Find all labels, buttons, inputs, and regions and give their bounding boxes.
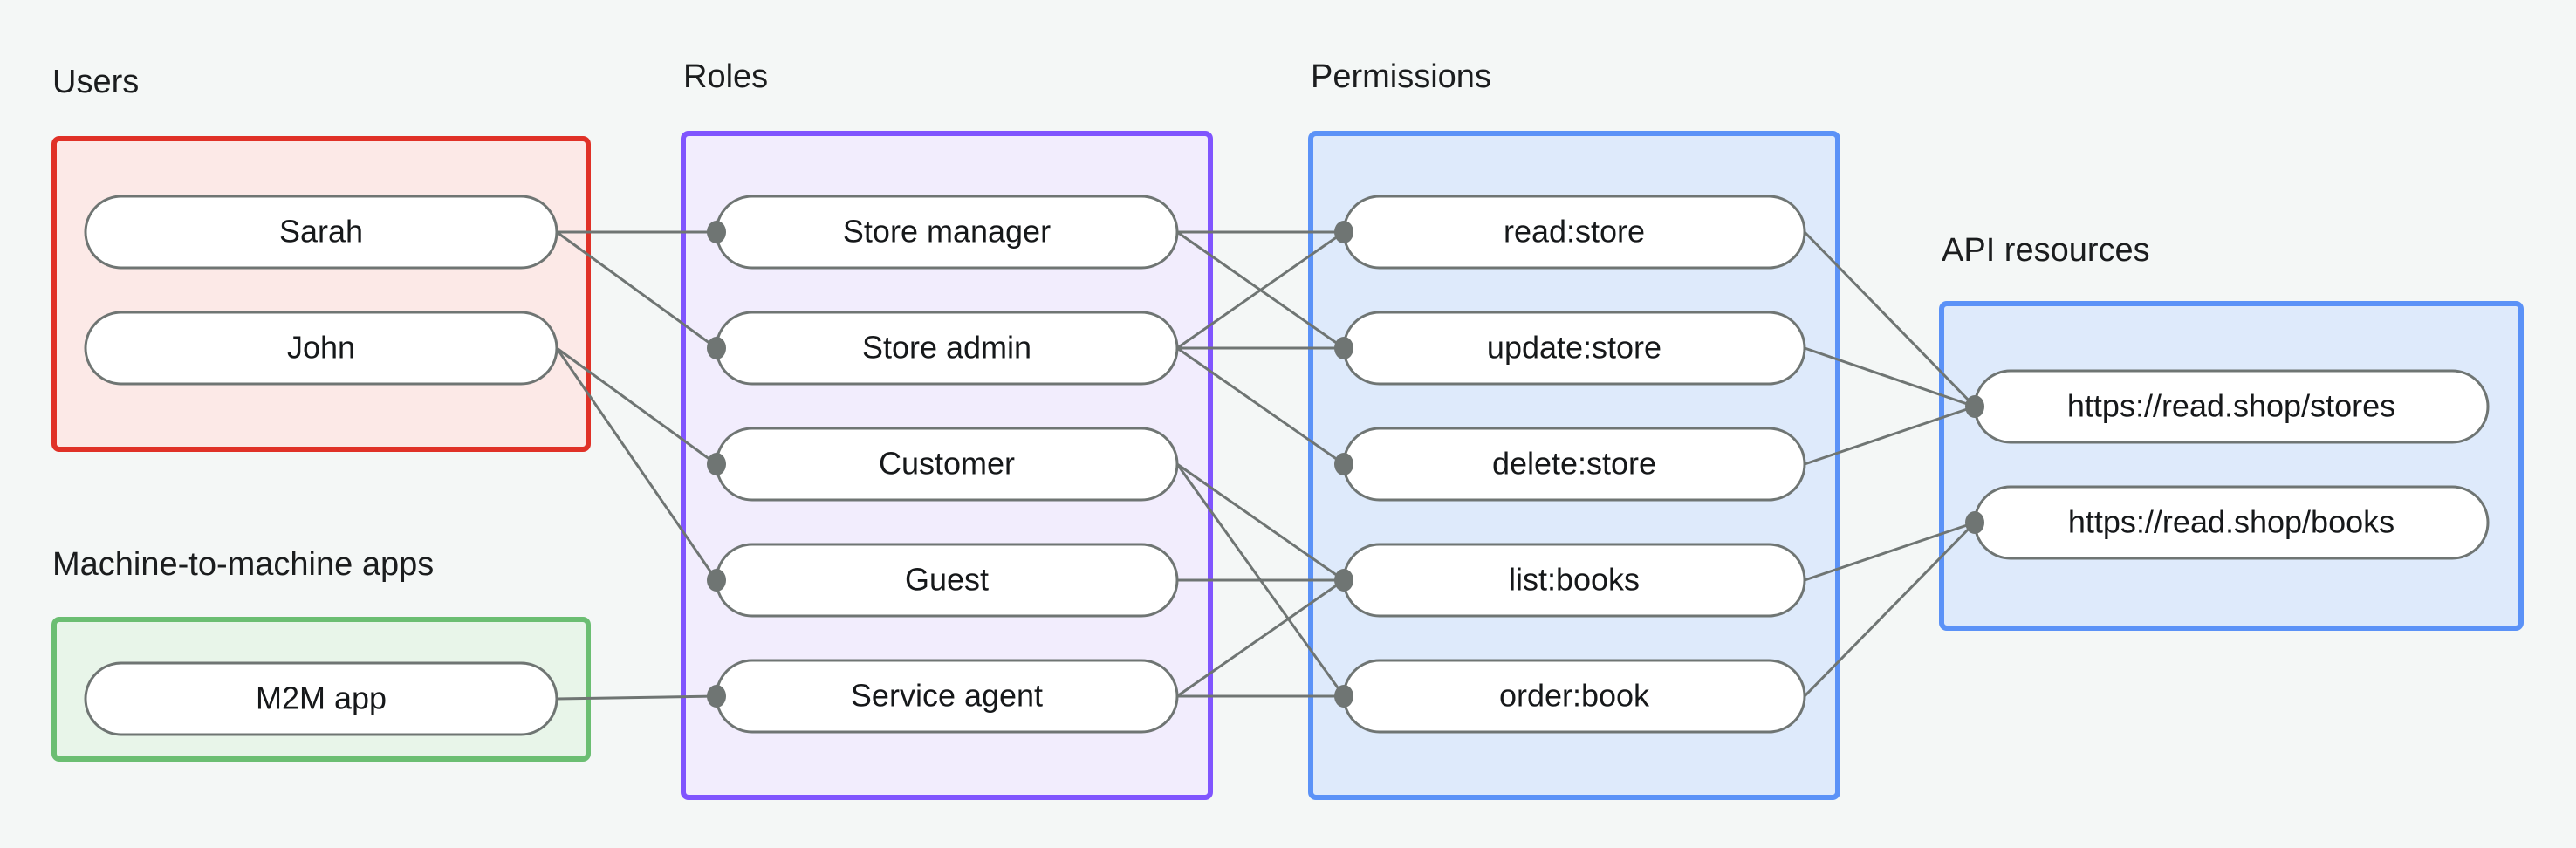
edge-sarah-to-store-admin [556, 230, 717, 350]
node-customer[interactable]: Customer [715, 427, 1179, 502]
edge-delete-store-to-read-shop-stores [1804, 405, 1976, 466]
group-box-users [51, 136, 591, 452]
node-label-guest: Guest [905, 562, 989, 598]
group-label-users: Users [52, 64, 139, 100]
node-label-update-store: update:store [1487, 330, 1661, 366]
edge-endpoint-update-store [1334, 337, 1353, 359]
edge-endpoint-dots [707, 221, 1984, 708]
edge-endpoint-store-manager [707, 221, 726, 243]
group-label-api-resources: API resources [1942, 232, 2150, 269]
edge-john-to-customer [556, 346, 717, 466]
edge-service-agent-to-list-books [1176, 578, 1345, 698]
node-label-service-agent: Service agent [851, 678, 1043, 714]
edge-endpoint-service-agent [707, 685, 726, 708]
node-label-john: John [287, 330, 355, 366]
edge-endpoint-delete-store [1334, 453, 1353, 475]
node-store-manager[interactable]: Store manager [715, 195, 1179, 270]
edge-john-to-guest [555, 347, 718, 581]
node-read-shop-books[interactable]: https://read.shop/books [1973, 485, 2490, 560]
node-read-shop-stores[interactable]: https://read.shop/stores [1973, 369, 2490, 444]
edge-order-book-to-read-shop-books [1803, 521, 1977, 698]
node-label-sarah: Sarah [279, 214, 363, 250]
node-sarah[interactable]: Sarah [84, 195, 558, 270]
node-shape-m2mapp [84, 661, 558, 736]
edge-update-store-to-read-shop-stores [1804, 346, 1976, 408]
node-john[interactable]: John [84, 311, 558, 386]
edge-endpoint-customer [707, 453, 726, 475]
node-label-order-book: order:book [1499, 678, 1650, 714]
node-store-admin[interactable]: Store admin [715, 311, 1179, 386]
node-label-customer: Customer [879, 446, 1015, 482]
edge-endpoint-store-admin [707, 337, 726, 359]
node-read-store[interactable]: read:store [1342, 195, 1806, 270]
node-update-store[interactable]: update:store [1342, 311, 1806, 386]
edge-m2mapp-to-service-agent [556, 694, 717, 701]
node-label-read-shop-stores: https://read.shop/stores [2067, 388, 2395, 424]
edge-read-store-to-read-shop-stores [1803, 230, 1977, 408]
edge-customer-to-list-books [1176, 462, 1345, 582]
edge-endpoint-read-store [1334, 221, 1353, 243]
node-label-read-store: read:store [1504, 214, 1645, 250]
group-label-permissions: Permissions [1311, 58, 1491, 95]
group-label-roles: Roles [683, 58, 768, 95]
node-label-delete-store: delete:store [1492, 446, 1656, 482]
node-label-store-admin: Store admin [862, 330, 1031, 366]
edge-store-admin-to-delete-store [1176, 346, 1345, 466]
node-delete-store[interactable]: delete:store [1342, 427, 1806, 502]
edge-endpoint-list-books [1334, 569, 1353, 592]
node-order-book[interactable]: order:book [1342, 659, 1806, 734]
edge-store-admin-to-read-store [1176, 230, 1345, 350]
node-label-read-shop-books: https://read.shop/books [2068, 504, 2394, 540]
edge-endpoint-read-shop-stores [1965, 395, 1984, 418]
node-shape-sarah [84, 195, 558, 270]
edge-endpoint-read-shop-books [1965, 511, 1984, 534]
edge-connections [555, 230, 1977, 701]
node-list-books[interactable]: list:books [1342, 543, 1806, 618]
node-service-agent[interactable]: Service agent [715, 659, 1179, 734]
group-box-api-resources [1939, 301, 2524, 631]
group-label-m2m: Machine-to-machine apps [52, 546, 434, 583]
node-label-store-manager: Store manager [843, 214, 1051, 250]
node-m2mapp[interactable]: M2M app [84, 661, 558, 736]
edge-endpoint-order-book [1334, 685, 1353, 708]
node-label-list-books: list:books [1509, 562, 1640, 598]
node-shape-john [84, 311, 558, 386]
edge-list-books-to-read-shop-books [1804, 521, 1976, 582]
node-label-m2mapp: M2M app [256, 680, 387, 716]
edge-endpoint-guest [707, 569, 726, 592]
node-guest[interactable]: Guest [715, 543, 1179, 618]
